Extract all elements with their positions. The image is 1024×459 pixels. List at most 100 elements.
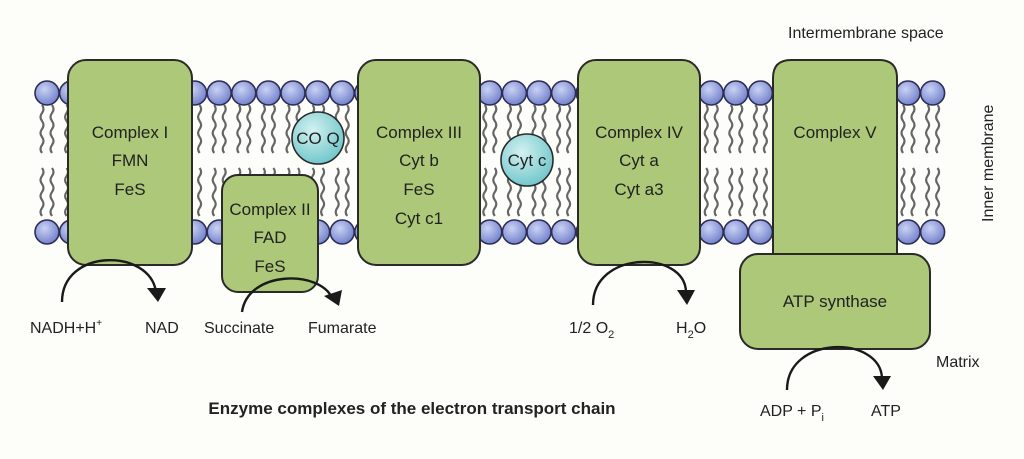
phospholipid-head (329, 80, 356, 106)
lipid-tail (285, 104, 291, 154)
phospholipid-head (722, 80, 749, 106)
nad-label: NAD (145, 320, 179, 337)
phospholipid-head (526, 80, 552, 106)
lipid-tail (738, 104, 744, 154)
water-label: H2O (676, 320, 706, 341)
lipid-tail (492, 167, 498, 217)
phospholipid-head (304, 80, 331, 106)
lipid-tail (344, 167, 350, 217)
lipid-tail (900, 104, 906, 154)
lipid-tail (197, 104, 203, 154)
phospholipid-head (280, 80, 306, 106)
lipid-tail (334, 167, 340, 217)
lipid-tail (344, 104, 350, 154)
lipid-tail (752, 104, 758, 154)
complex-3-cofactor-fes: FeS (403, 180, 434, 199)
lipid-tail (482, 167, 488, 217)
lipid-tail (64, 167, 70, 217)
complex-2[interactable]: Complex II FAD FeS (221, 174, 319, 293)
complex-3[interactable]: Complex III Cyt b FeS Cyt c1 (357, 59, 481, 266)
atp-synthase[interactable]: ATP synthase (739, 253, 931, 350)
lipid-tail (762, 167, 768, 217)
lipid-tail (713, 104, 719, 154)
lipid-tail (925, 104, 931, 154)
lipid-tail (39, 104, 45, 154)
lipid-tail (752, 167, 758, 217)
complex-4-cofactor-cyt-a3: Cyt a3 (614, 180, 663, 199)
phospholipid-head (919, 219, 946, 245)
lipid-tail (320, 167, 326, 217)
inner-membrane-label: Inner membrane (980, 105, 997, 222)
lipid-tail (211, 104, 217, 154)
coenzyme-q[interactable]: CO Q (291, 111, 345, 165)
complex-3-cofactor-cyt-b: Cyt b (399, 151, 439, 170)
complex-5[interactable]: Complex V (772, 59, 898, 260)
phospholipid-head (747, 219, 774, 245)
complex-4-label: Complex IV (595, 123, 684, 142)
lipid-tail (728, 167, 734, 217)
lipid-tail (935, 104, 941, 154)
complex-4[interactable]: Complex IV Cyt a Cyt a3 (577, 59, 701, 266)
coenzyme-q-label: CO Q (296, 129, 339, 148)
lipid-tail (270, 104, 276, 154)
lipid-tail (211, 167, 217, 217)
complex-1-reaction-arrow (60, 259, 166, 303)
complex-3-label: Complex III (376, 123, 462, 142)
phospholipid-head (722, 219, 749, 245)
phospholipid-head (255, 80, 282, 106)
phospholipid-head (550, 80, 577, 106)
phospholipid-head (919, 80, 946, 106)
matrix-label: Matrix (936, 354, 980, 371)
fumarate-label: Fumarate (308, 320, 377, 337)
atp-label: ATP (871, 403, 901, 420)
complex-2-cofactor-fes: FeS (254, 257, 285, 276)
phospholipid-head (231, 80, 257, 106)
lipid-tail (910, 104, 916, 154)
lipid-tail (39, 167, 45, 217)
lipid-tail (566, 167, 572, 217)
lipid-tail (925, 167, 931, 217)
cytochrome-c[interactable]: Cyt c (500, 133, 554, 187)
atp-synthase-label: ATP synthase (783, 292, 887, 311)
phospholipid-head (698, 219, 725, 245)
lipid-tail (221, 104, 227, 154)
phospholipid-head (34, 80, 60, 106)
complex-4-reaction-arrow (591, 260, 695, 306)
lipid-tail (260, 104, 266, 154)
phospholipid-head (747, 80, 774, 106)
phospholipid-head (501, 219, 528, 245)
phospholipid-head (476, 219, 503, 245)
lipid-tail (49, 104, 55, 154)
succinate-label: Succinate (204, 320, 274, 337)
complex-1[interactable]: Complex I FMN FeS (67, 59, 193, 266)
lipid-tail (49, 167, 55, 217)
nadh-label: NADH+H+ (30, 318, 102, 337)
intermembrane-space-label: Intermembrane space (788, 25, 944, 42)
complex-4-cofactor-cyt-a: Cyt a (619, 151, 659, 170)
phospholipid-head (206, 80, 232, 106)
lipid-tail (236, 104, 242, 154)
phospholipid-head (526, 219, 552, 245)
lipid-tail (492, 104, 498, 154)
lipid-tail (935, 167, 941, 217)
phospholipid-head (501, 80, 528, 106)
lipid-tail (728, 104, 734, 154)
lipid-tail (703, 104, 709, 154)
cytochrome-c-label: Cyt c (508, 151, 547, 170)
complex-2-reaction-arrow (240, 277, 342, 313)
complex-3-cofactor-cyt-c1: Cyt c1 (395, 209, 443, 228)
oxygen-label: 1/2 O2 (569, 320, 614, 341)
complex-1-cofactor-fes: FeS (114, 180, 145, 199)
lipid-tail (556, 104, 562, 154)
diagram-title: Enzyme complexes of the electron transpo… (208, 399, 615, 418)
complex-1-label: Complex I (92, 123, 169, 142)
phospholipid-head (895, 219, 921, 245)
lipid-tail (566, 104, 572, 154)
lipid-tail (197, 167, 203, 217)
lipid-tail (900, 167, 906, 217)
atp-synthase-reaction-arrow (785, 346, 891, 391)
complex-5-label: Complex V (793, 123, 877, 142)
phospholipid-head (329, 219, 356, 245)
complex-2-cofactor-fad: FAD (253, 228, 286, 247)
